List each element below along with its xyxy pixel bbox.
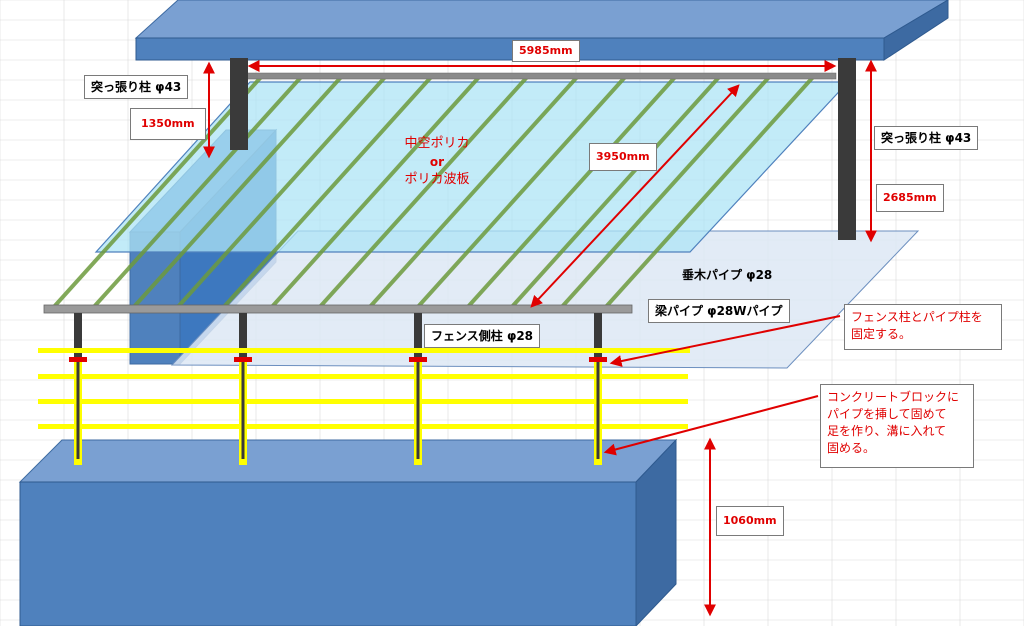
concrete-block [18, 438, 678, 626]
fence-post [74, 313, 82, 359]
foot-note-line3: 足を作り、溝に入れて [827, 424, 947, 438]
fence-rails [38, 348, 690, 429]
fence-clamp [409, 357, 427, 362]
foot-note-line2: パイプを挿して固めて [827, 407, 947, 421]
fix-note-line2: 固定する。 [851, 327, 912, 341]
foot-note-line4: 固める。 [827, 441, 876, 455]
foot-note: コンクリートブロックに パイプを挿して固めて 足を作り、溝に入れて 固める。 [820, 384, 974, 468]
beam-pipe [43, 304, 633, 314]
wall-height-dimension: 1060mm [716, 506, 784, 536]
fence-clamp [589, 357, 607, 362]
fence-clamp [69, 357, 87, 362]
rafter-pipe [130, 74, 344, 311]
fence-rail [38, 424, 688, 429]
fix-note-arrow [609, 315, 841, 367]
post-right [838, 58, 856, 240]
depth-arrow [530, 84, 740, 308]
rafter-pipe [268, 74, 482, 311]
fix-note: フェンス柱とパイプ柱を 固定する。 [844, 304, 1002, 350]
fence-post-core [596, 359, 600, 459]
fence-post [414, 313, 422, 359]
post-left-height-dimension: 1350mm [130, 108, 206, 140]
fence-rail [38, 374, 688, 379]
post-left [230, 58, 248, 150]
roof-material-line2: or [429, 155, 445, 169]
width-dimension: 5985mm [512, 40, 580, 62]
rafter-pipe [90, 74, 304, 311]
rafter-pipe [316, 74, 530, 311]
ceiling-slab [134, 0, 949, 61]
fence-clamp [234, 357, 252, 362]
foot-note-arrow [603, 395, 819, 456]
rafter-pipe-label: 垂木パイプ φ28 [682, 268, 773, 282]
top-pipe [235, 72, 837, 80]
fence-posts [74, 313, 602, 359]
post-left-label: 突っ張り柱 φ43 [84, 75, 189, 99]
post-right-height-dimension: 2685mm [876, 184, 944, 212]
fix-note-line1: フェンス柱とパイプ柱を [851, 310, 983, 324]
fence-post-core [416, 359, 420, 459]
fence-post [239, 313, 247, 359]
dimension-arrows [203, 59, 877, 617]
rafter-pipe [220, 74, 434, 311]
fence-post-feet [69, 357, 607, 465]
fence-post-label: フェンス側柱 φ28 [424, 324, 541, 348]
rafter-pipe [50, 74, 264, 311]
depth-dimension: 3950mm [589, 143, 657, 171]
beam-pipe-label: 梁パイプ φ28Wパイプ [648, 299, 790, 323]
fence-post [594, 313, 602, 359]
roof-material-line1: 中空ポリカ [404, 136, 470, 151]
fence-rail [38, 348, 690, 353]
roof-material-label: 中空ポリカ or ポリカ波板 [394, 135, 480, 189]
fence-rail [38, 399, 688, 404]
fence-post-core [76, 359, 80, 459]
post-right-label: 突っ張り柱 φ43 [874, 126, 979, 150]
fence-post-core [241, 359, 245, 459]
roof-material-line3: ポリカ波板 [404, 172, 470, 187]
rafter-pipe [174, 74, 388, 311]
foot-note-line1: コンクリートブロックに [827, 390, 960, 404]
